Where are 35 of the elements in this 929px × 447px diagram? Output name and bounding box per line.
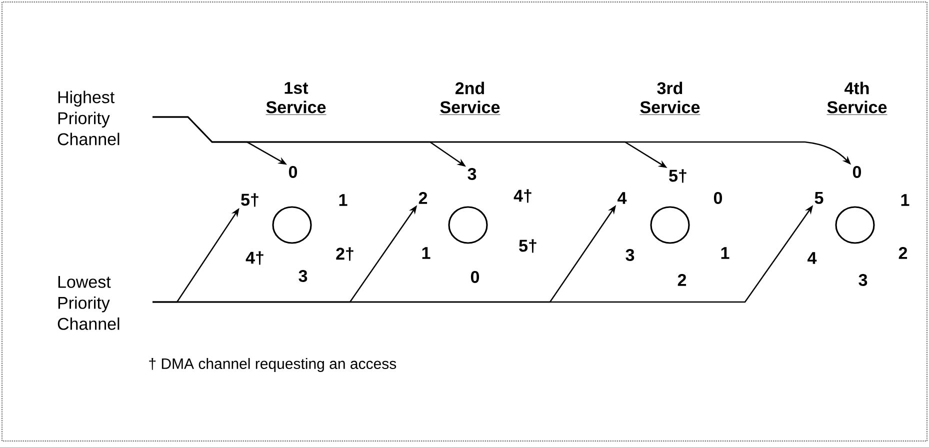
channel-number: 2 xyxy=(418,192,428,204)
channel-number: 1 xyxy=(721,247,730,259)
channel-number: 5† xyxy=(669,169,686,183)
channel-number: 1 xyxy=(901,194,910,206)
channel-number: 1 xyxy=(422,247,430,259)
channel-number: 0 xyxy=(852,166,862,178)
channel-number: 2 xyxy=(898,247,908,259)
channel-number: 1 xyxy=(339,194,348,206)
channel-number: 3 xyxy=(298,270,308,282)
channel-number: 4† xyxy=(514,189,532,203)
channel-number: 0 xyxy=(470,270,480,284)
service-heading: Service xyxy=(640,100,700,115)
channel-number: 3 xyxy=(468,168,476,180)
channel-number: 5† xyxy=(519,239,536,253)
channel-number: 2 xyxy=(678,274,686,286)
channel-number: 3 xyxy=(858,274,868,286)
channel-number: 0 xyxy=(288,166,298,178)
channel-number: 4 xyxy=(618,192,627,204)
channel-number: 2† xyxy=(336,247,354,261)
service-heading: Service xyxy=(440,100,500,115)
channel-number: 3 xyxy=(626,248,634,262)
channel-number: 0 xyxy=(714,192,722,204)
channel-label: Highest Priority Channel xyxy=(58,90,120,146)
service-heading: 3rd xyxy=(657,82,682,94)
service-heading: 1st xyxy=(284,82,308,94)
channel-label: Lowest Priority Channel xyxy=(58,276,120,330)
channel-number: 5† xyxy=(241,193,258,207)
service-heading: 4th xyxy=(844,82,869,94)
service-heading: Service xyxy=(826,100,888,115)
service-heading: Service xyxy=(266,100,326,115)
channel-number: 4 xyxy=(808,252,817,264)
channel-number: 5 xyxy=(814,192,824,204)
channel-number: 4† xyxy=(246,251,264,265)
service-heading: 2nd xyxy=(456,82,484,94)
footnote: † DMA channel requesting an access xyxy=(149,358,396,372)
